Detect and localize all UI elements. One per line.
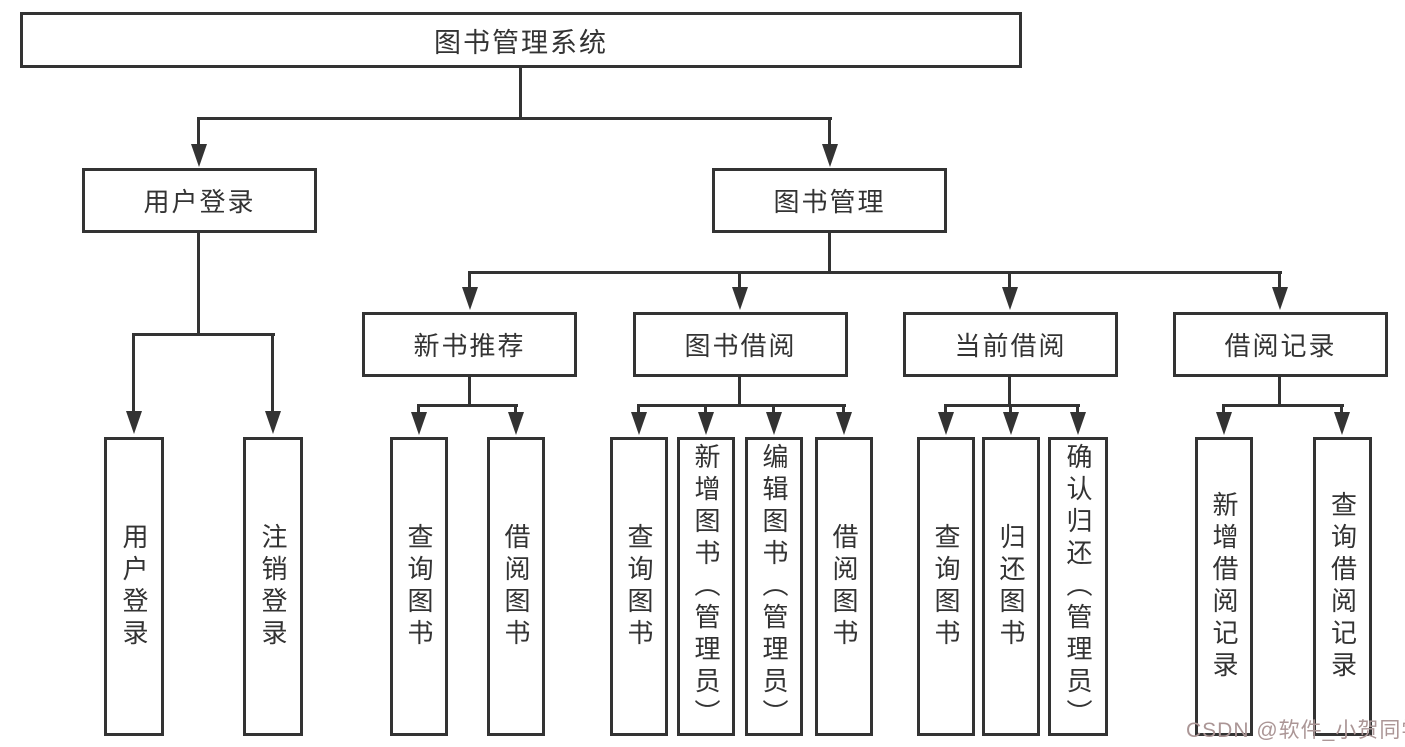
node-current-borrowing-label: 当前借阅 [954, 331, 1067, 361]
leaf-bor-add-books-admin-label: 新增图书（管理员） [691, 442, 721, 731]
leaf-rec-query-books-label: 查询图书 [404, 522, 434, 651]
leaf-cur-return-books-label: 归还图书 [996, 522, 1026, 651]
node-book-borrowing-label: 图书借阅 [684, 331, 797, 361]
edge-drop-bor-query [637, 404, 640, 415]
edge-borrow-records-bus [1222, 404, 1344, 407]
leaf-log-add-borrow-record: 新增借阅记录 [1195, 437, 1253, 736]
arrowhead-book-management [822, 144, 838, 167]
arrowhead-bor-borrow [836, 412, 852, 435]
node-user-login-label: 用户登录 [143, 187, 256, 217]
edge-drop-log-query [1340, 404, 1343, 415]
leaf-logout-login-label: 注销登录 [258, 522, 288, 651]
leaf-rec-borrow-books-label: 借阅图书 [501, 522, 531, 651]
edge-drop-cur-query [944, 404, 947, 415]
arrowhead-cur-confirm [1070, 412, 1086, 435]
edge-root-stub [519, 68, 522, 120]
arrowhead-logout-leaf [265, 411, 281, 434]
arrowhead-bor-add [698, 412, 714, 435]
edge-drop-book-management [828, 117, 831, 147]
leaf-cur-confirm-return-admin: 确认归还（管理员） [1048, 437, 1108, 736]
edge-drop-bor-edit [772, 404, 775, 415]
node-current-borrowing: 当前借阅 [903, 312, 1118, 377]
leaf-bor-add-books-admin: 新增图书（管理员） [677, 437, 735, 736]
node-user-login: 用户登录 [82, 168, 317, 233]
arrowhead-user-login-leaf [126, 411, 142, 434]
edge-book-borrow-stub [738, 377, 741, 407]
edge-drop-cur-confirm [1076, 404, 1079, 415]
node-book-management: 图书管理 [712, 168, 947, 233]
edge-book-mgmt-stub [828, 233, 831, 274]
arrowhead-log-add [1216, 412, 1232, 435]
arrowhead-bor-query [631, 412, 647, 435]
edge-drop-borrow-records [1278, 271, 1281, 290]
node-library-system: 图书管理系统 [20, 12, 1022, 68]
node-borrow-records: 借阅记录 [1173, 312, 1388, 377]
edge-drop-cur-return [1009, 404, 1012, 415]
leaf-cur-query-books-label: 查询图书 [931, 522, 961, 651]
edge-drop-rec-query [417, 404, 420, 415]
arrowhead-new-book-rec [462, 287, 478, 310]
edge-new-book-rec-stub [468, 377, 471, 407]
edge-drop-log-add [1222, 404, 1225, 415]
edge-current-borrow-bus [944, 404, 1080, 407]
edge-drop-logout-leaf [271, 333, 274, 414]
leaf-log-query-borrow-record: 查询借阅记录 [1313, 437, 1372, 736]
edge-user-login-stub [197, 233, 200, 336]
edge-level3-bus [468, 271, 1282, 274]
leaf-bor-query-books: 查询图书 [610, 437, 668, 736]
arrowhead-rec-borrow [508, 412, 524, 435]
edge-drop-rec-borrow [514, 404, 517, 415]
arrowhead-cur-query [938, 412, 954, 435]
node-book-borrowing: 图书借阅 [633, 312, 848, 377]
edge-user-login-bus [132, 333, 275, 336]
edge-current-borrow-stub [1008, 377, 1011, 407]
edge-drop-new-book-rec [468, 271, 471, 290]
edge-level2-bus [197, 117, 832, 120]
leaf-cur-return-books: 归还图书 [982, 437, 1040, 736]
leaf-rec-borrow-books: 借阅图书 [487, 437, 545, 736]
node-borrow-records-label: 借阅记录 [1224, 331, 1337, 361]
node-library-system-label: 图书管理系统 [434, 27, 608, 58]
edge-new-book-rec-bus [417, 404, 518, 407]
leaf-logout-login: 注销登录 [243, 437, 303, 736]
leaf-log-add-borrow-record-label: 新增借阅记录 [1209, 490, 1239, 683]
edge-drop-user-login [197, 117, 200, 147]
node-book-management-label: 图书管理 [773, 187, 886, 217]
edge-borrow-records-stub [1278, 377, 1281, 407]
leaf-bor-borrow-books: 借阅图书 [815, 437, 873, 736]
arrowhead-user-login [191, 144, 207, 167]
node-new-book-recommend-label: 新书推荐 [413, 331, 526, 361]
leaf-bor-edit-books-admin: 编辑图书（管理员） [745, 437, 803, 736]
leaf-user-login-label: 用户登录 [119, 522, 149, 651]
edge-drop-book-borrow [738, 271, 741, 290]
edge-drop-bor-borrow [842, 404, 845, 415]
leaf-bor-edit-books-admin-label: 编辑图书（管理员） [759, 442, 789, 731]
arrowhead-rec-query [411, 412, 427, 435]
arrowhead-current-borrow [1002, 287, 1018, 310]
leaf-bor-borrow-books-label: 借阅图书 [829, 522, 859, 651]
leaf-cur-confirm-return-admin-label: 确认归还（管理员） [1063, 442, 1093, 731]
leaf-rec-query-books: 查询图书 [390, 437, 448, 736]
leaf-log-query-borrow-record-label: 查询借阅记录 [1327, 490, 1358, 683]
leaf-bor-query-books-label: 查询图书 [624, 522, 654, 651]
edge-drop-current-borrow [1008, 271, 1011, 290]
node-new-book-recommend: 新书推荐 [362, 312, 577, 377]
arrowhead-borrow-records [1272, 287, 1288, 310]
arrowhead-bor-edit [766, 412, 782, 435]
arrowhead-book-borrow [732, 287, 748, 310]
edge-drop-user-login-leaf [132, 333, 135, 414]
edge-book-borrow-bus [637, 404, 846, 407]
arrowhead-log-query [1334, 412, 1350, 435]
edge-drop-bor-add [704, 404, 707, 415]
leaf-cur-query-books: 查询图书 [917, 437, 975, 736]
watermark: CSDN @软件_小贺同学 [1186, 719, 1405, 742]
leaf-user-login: 用户登录 [104, 437, 164, 736]
arrowhead-cur-return [1003, 412, 1019, 435]
